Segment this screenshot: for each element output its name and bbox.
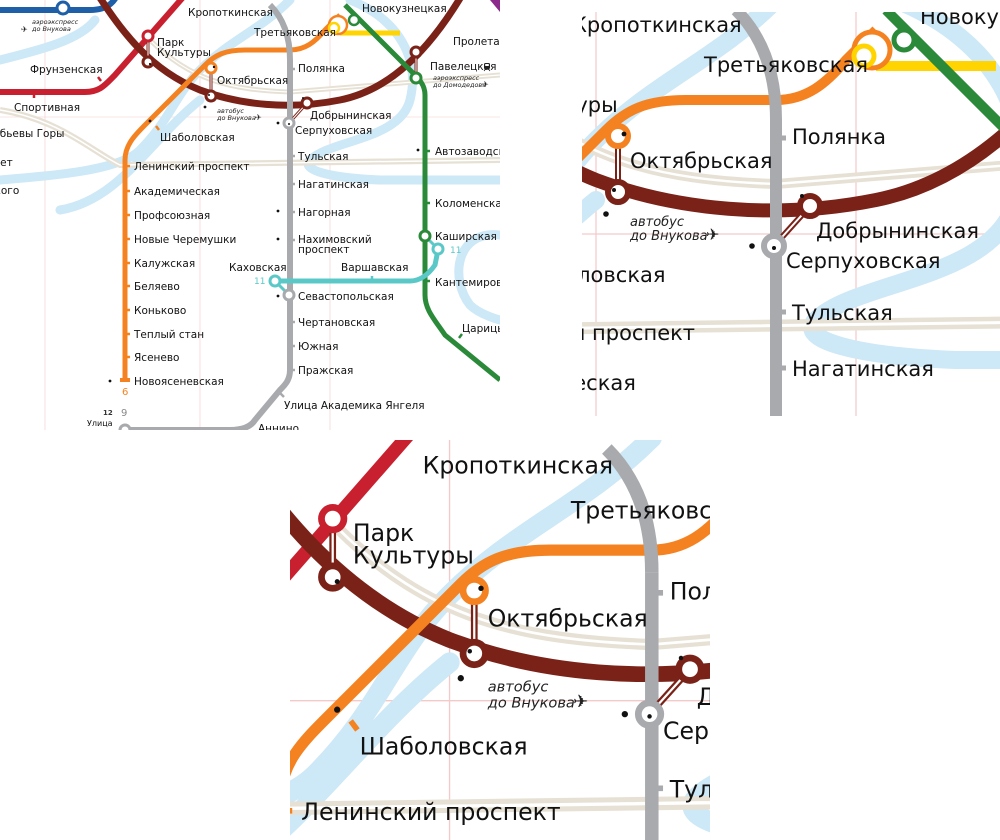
map-view-zoom-b[interactable] xyxy=(290,440,710,840)
map-view-overview[interactable] xyxy=(0,0,500,430)
metro-map-overview[interactable] xyxy=(0,0,500,430)
map-view-zoom-a[interactable] xyxy=(582,12,1000,416)
metro-map-zoom-b[interactable] xyxy=(290,440,710,840)
metro-map-zoom-a[interactable] xyxy=(582,12,1000,416)
